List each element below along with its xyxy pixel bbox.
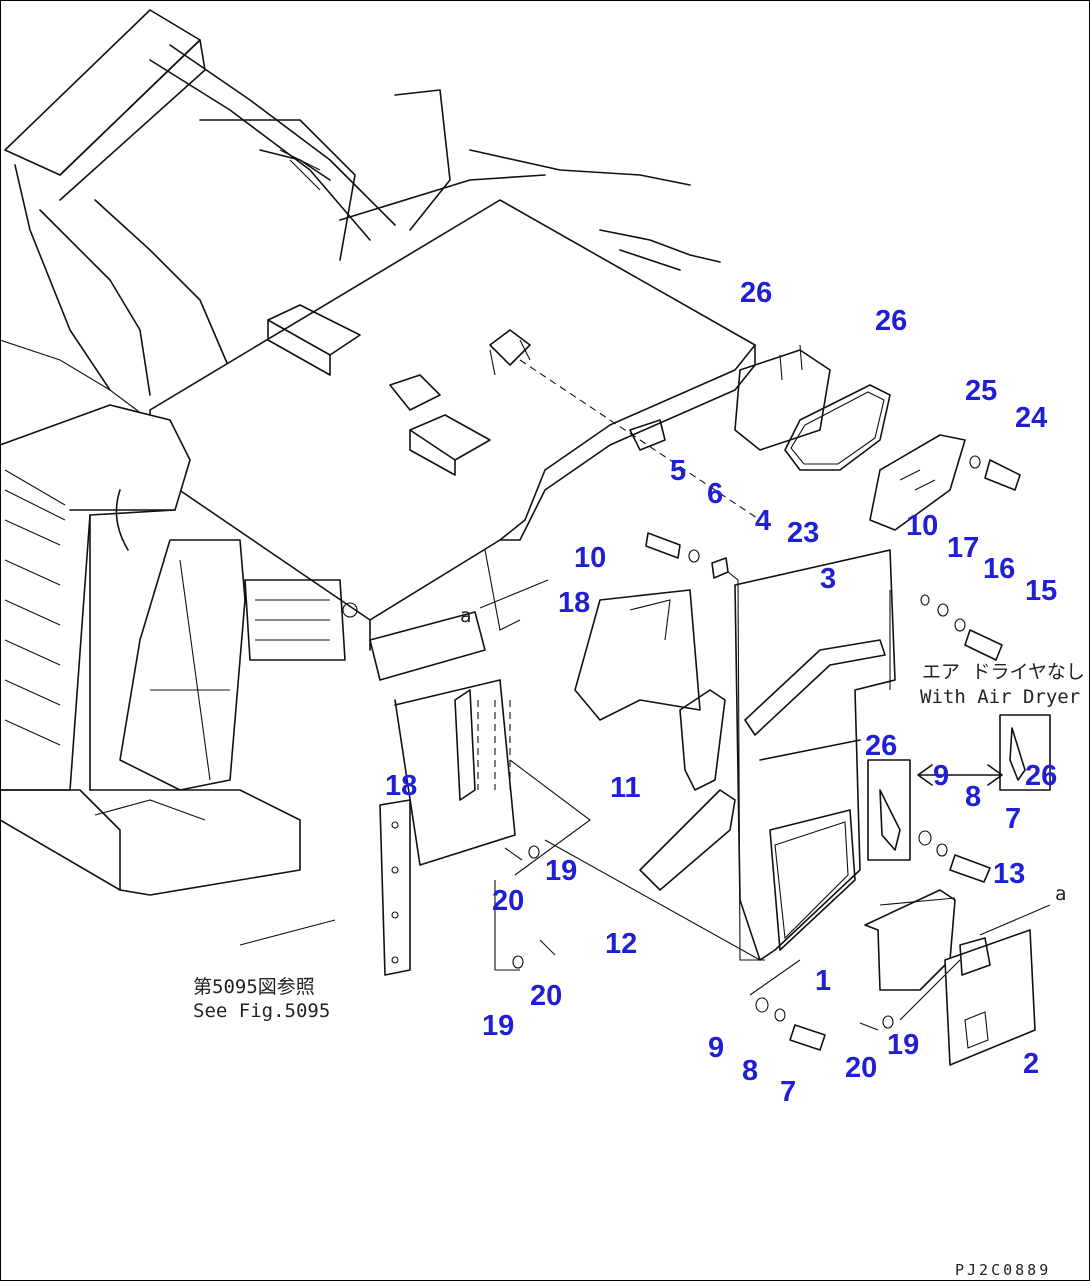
callout-9-lower: 9: [708, 1032, 724, 1064]
note-air-dryer-jp: エア ドライヤなし: [922, 661, 1085, 683]
callout-11: 11: [610, 772, 641, 804]
callout-20-center: 20: [492, 885, 524, 917]
callout-19-center: 19: [545, 855, 577, 887]
callout-26-right: 26: [1025, 760, 1057, 792]
note-see-fig-en: See Fig.5095: [193, 1000, 330, 1022]
callout-9-right: 9: [933, 760, 949, 792]
callout-7-right: 7: [1005, 803, 1021, 835]
ref-mark-a-left: a: [460, 605, 471, 627]
callout-13: 13: [993, 858, 1025, 890]
note-see-fig-jp: 第5095図参照: [193, 976, 315, 998]
callout-6: 6: [707, 478, 723, 510]
callout-20-lower: 20: [530, 980, 562, 1012]
callout-26-left: 26: [865, 730, 897, 762]
callout-18-lower: 18: [385, 770, 417, 802]
callout-19-lower: 19: [482, 1010, 514, 1042]
callout-5: 5: [670, 455, 686, 487]
callout-15: 15: [1025, 575, 1057, 607]
callout-8-right: 8: [965, 781, 981, 813]
callout-3: 3: [820, 563, 836, 595]
callout-7-lower: 7: [780, 1076, 796, 1108]
ref-mark-a-right: a: [1055, 883, 1066, 905]
callout-25: 26: [740, 277, 772, 309]
drawing-code: PJ2C0889: [955, 1261, 1051, 1279]
callout-22: 24: [1015, 402, 1047, 434]
callout-18-upper: 18: [558, 587, 590, 619]
note-air-dryer-en: With Air Dryer: [920, 686, 1080, 708]
callout-4: 4: [755, 505, 771, 537]
callout-16: 16: [983, 553, 1015, 585]
callout-14: 10: [906, 510, 938, 542]
callout-8-lower: 8: [742, 1055, 758, 1087]
callout-2: 2: [1023, 1048, 1039, 1080]
notes-and-marks: a a エア ドライヤなし With Air Dryer 第5095図参照 Se…: [193, 605, 1085, 1279]
callout-12: 12: [605, 928, 637, 960]
callout-19-right: 19: [887, 1029, 919, 1061]
exploded-parts: [239, 344, 1051, 1066]
callout-17: 17: [947, 532, 979, 564]
chassis-frame-drawing: [0, 9, 756, 976]
callout-labels: 26 26 25 24 23 5 6 4 10 17 16 15 3 10 18…: [385, 277, 1057, 1108]
callout-10: 10: [574, 542, 606, 574]
callout-24: 26: [875, 305, 907, 337]
callout-21: 23: [787, 517, 819, 549]
callout-1: 1: [815, 965, 831, 997]
callout-23: 25: [965, 375, 997, 407]
callout-20-right: 20: [845, 1052, 877, 1084]
